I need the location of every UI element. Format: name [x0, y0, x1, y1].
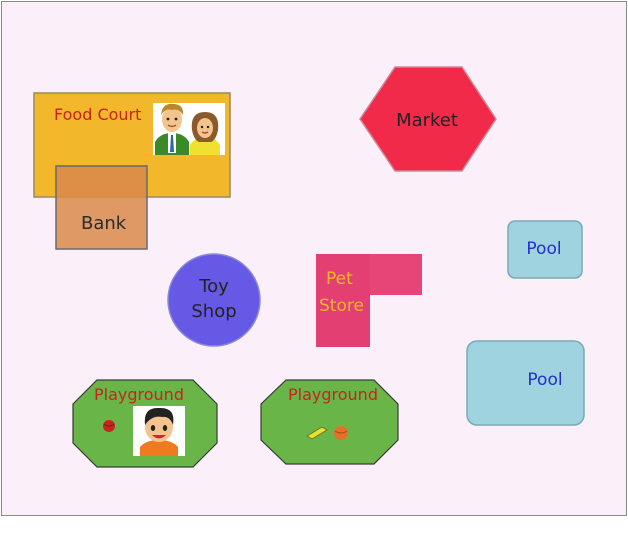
bank-label: Bank	[81, 213, 127, 234]
playground-right[interactable]: Playground	[260, 379, 399, 465]
ball-icon	[334, 426, 348, 440]
playground-right-label: Playground	[288, 385, 378, 404]
market-label: Market	[396, 110, 458, 131]
market[interactable]: Market	[359, 66, 497, 172]
toy-shop-label-line2: Shop	[191, 301, 236, 322]
map-canvas: Food Court Bank Market	[1, 1, 627, 516]
toy-shop[interactable]: Toy Shop	[167, 253, 261, 347]
playground-left-label: Playground	[94, 385, 184, 404]
family-icon	[153, 103, 225, 155]
ball-icon	[103, 420, 115, 432]
playground-left[interactable]: Playground	[72, 379, 218, 468]
pool-small[interactable]: Pool	[507, 220, 583, 279]
child-icon	[133, 406, 185, 456]
map-svg: Food Court Bank Market	[33, 66, 585, 468]
skateboard-icon	[306, 426, 328, 440]
pet-store-label-line2: Store	[319, 296, 364, 316]
pool-large-label: Pool	[527, 370, 562, 390]
pool-large[interactable]: Pool	[466, 340, 585, 426]
toy-shop-label-line1: Toy	[198, 276, 229, 297]
pet-store[interactable]: Pet Store	[316, 254, 422, 347]
pool-small-label: Pool	[526, 239, 561, 259]
pet-store-label-line1: Pet	[326, 269, 353, 289]
food-court-label: Food Court	[54, 105, 141, 124]
bank[interactable]: Bank	[55, 165, 148, 250]
